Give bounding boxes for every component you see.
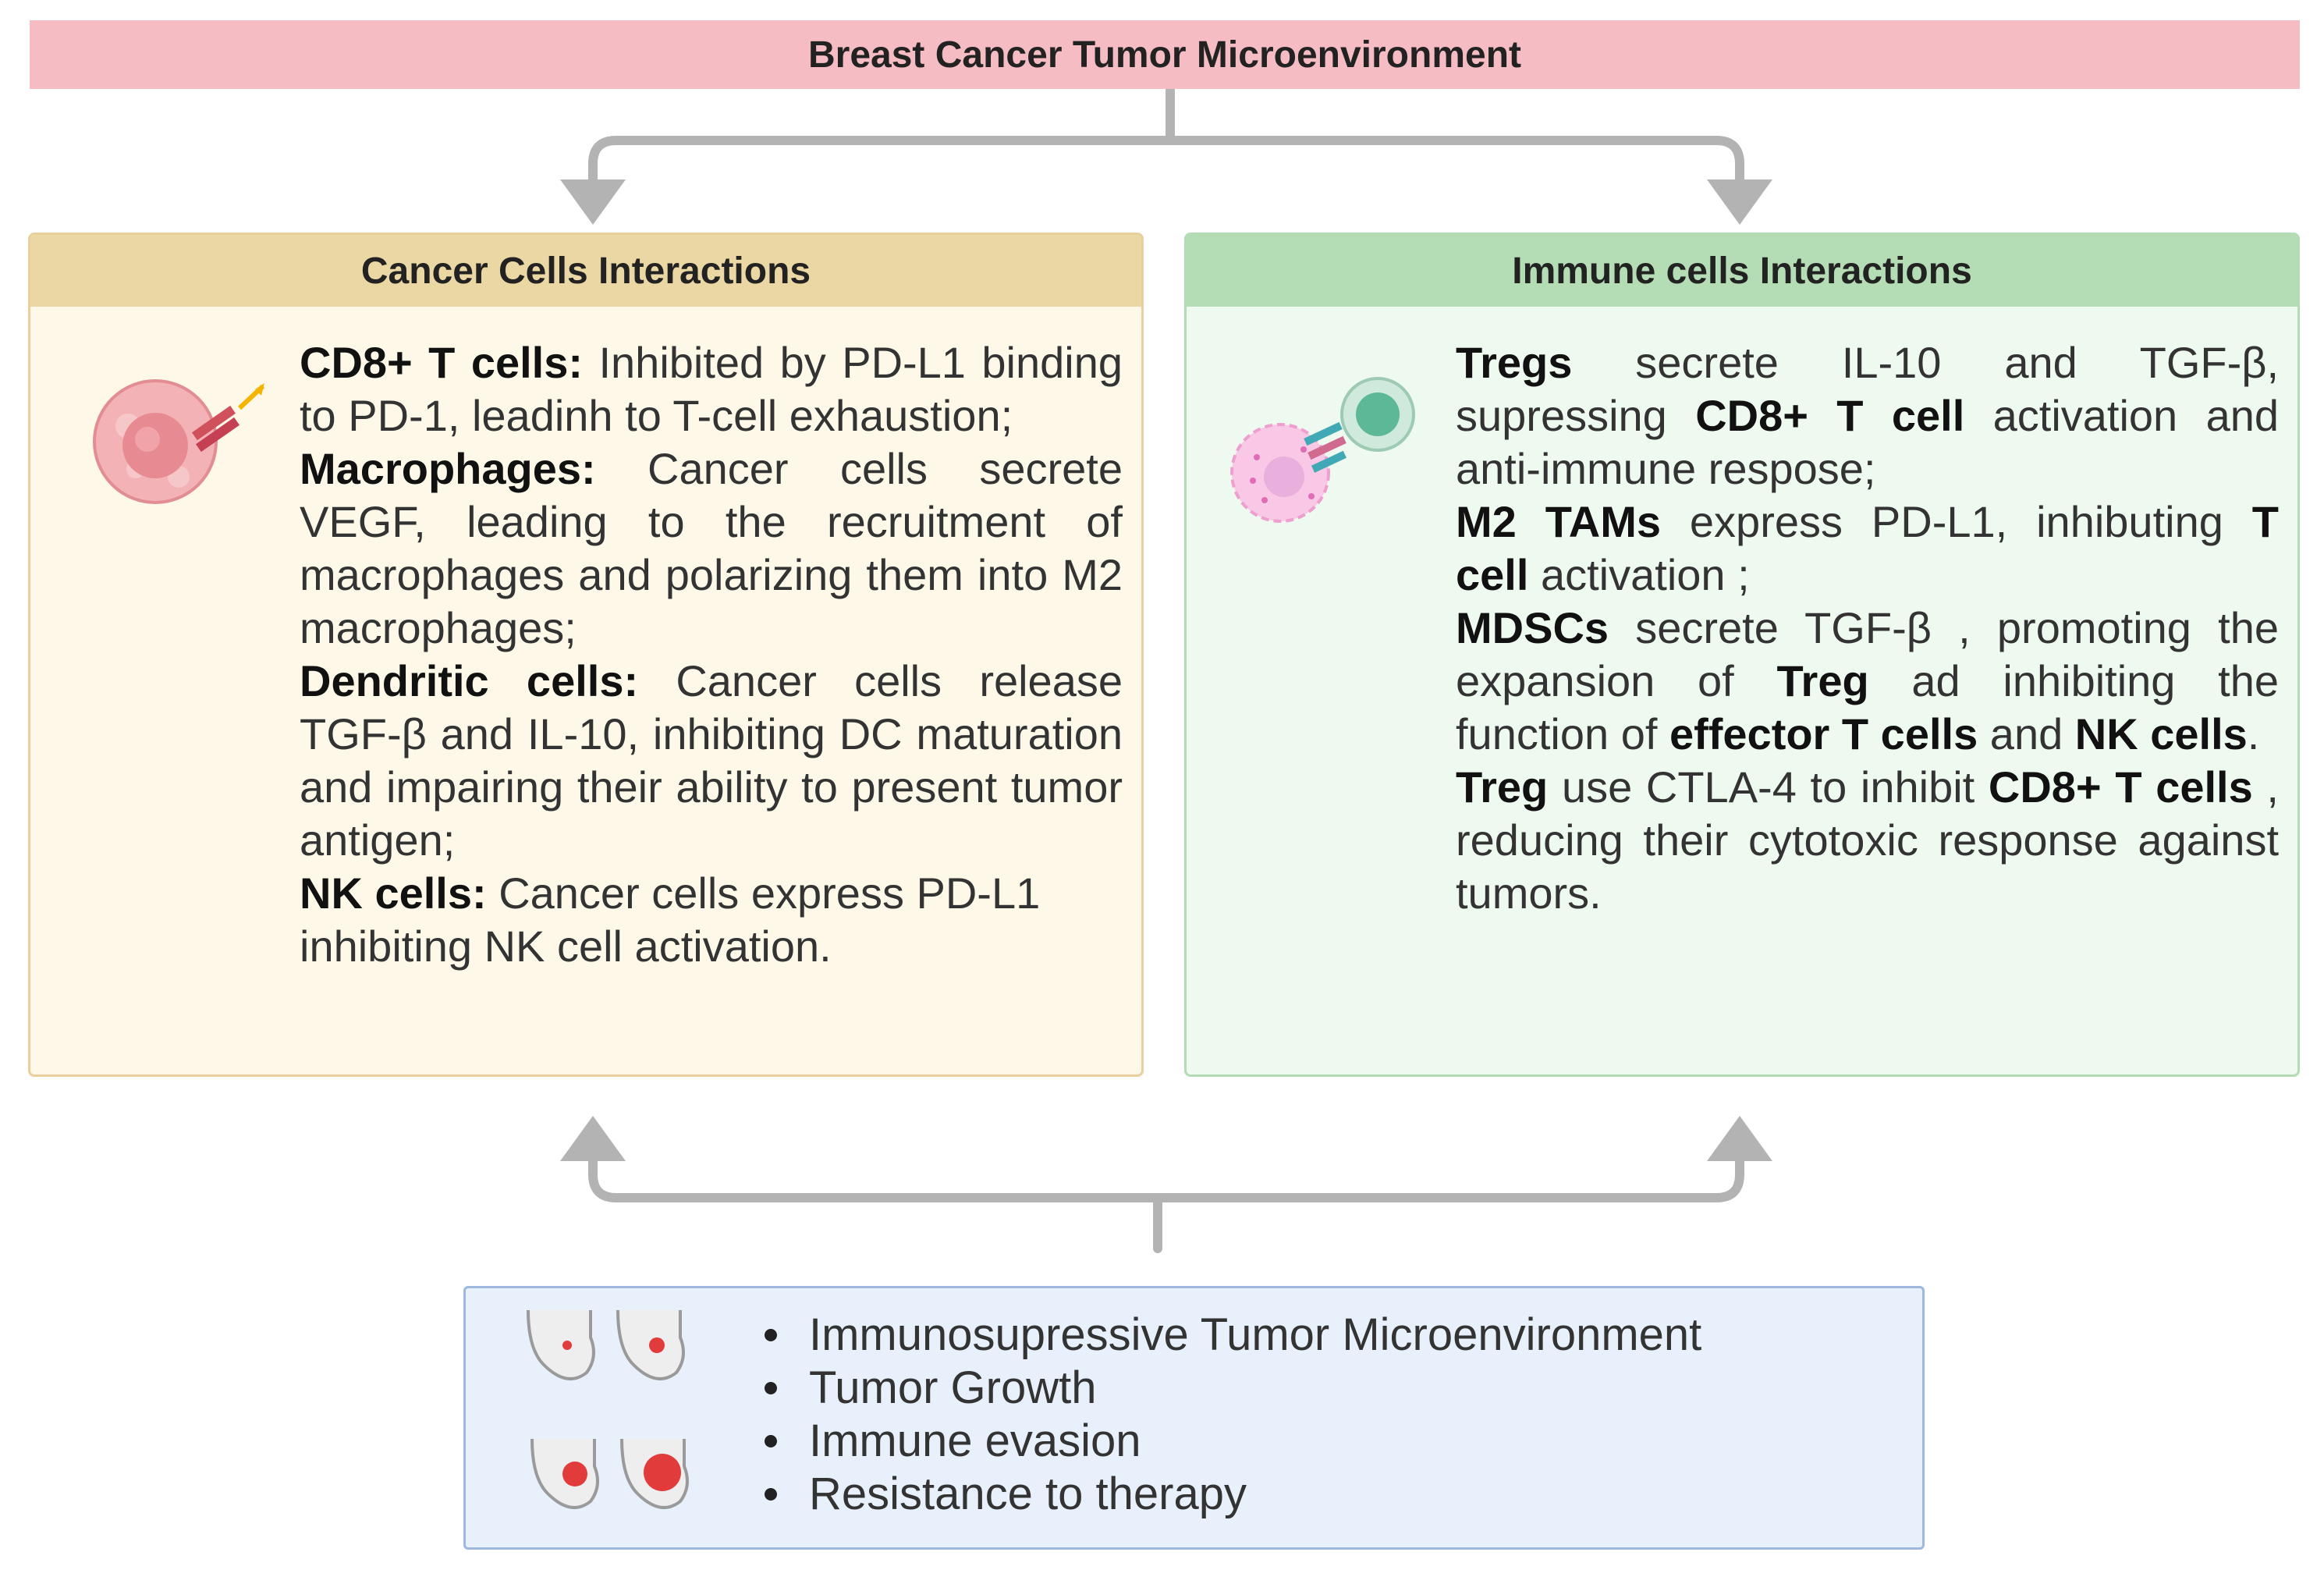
cancer-cells-text: CD8+ T cells: Inhibited by PD-L1 binding… bbox=[300, 336, 1123, 973]
macrophage-interaction: Macrophages: Cancer cells secrete VEGF, … bbox=[300, 442, 1123, 655]
tregs-term: Tregs bbox=[1456, 338, 1573, 387]
list-item: Immune evasion bbox=[758, 1415, 1701, 1468]
outcome-text: Immunosupressive Tumor Microenvironment bbox=[809, 1309, 1702, 1360]
cancer-cells-header: Cancer Cells Interactions bbox=[30, 235, 1141, 307]
treg-ctla4-desc-1: use CTLA-4 to inhibit bbox=[1548, 762, 1989, 812]
list-item: Immunosupressive Tumor Microenvironment bbox=[758, 1309, 1701, 1362]
title-bar: Breast Cancer Tumor Microenvironment bbox=[30, 20, 2300, 89]
immune-cells-header: Immune cells Interactions bbox=[1187, 235, 2297, 307]
cd8-term: CD8+ T cells: bbox=[300, 338, 584, 387]
immune-cells-text: Tregs secrete IL-10 and TGF-β, supressin… bbox=[1456, 336, 2279, 920]
treg-ctla4-term: Treg bbox=[1456, 762, 1549, 812]
cancer-cell-icon bbox=[93, 379, 265, 504]
arrow-up-right bbox=[1707, 1116, 1772, 1161]
macrophage-desc: Cancer cells secrete VEGF, leading to th… bbox=[300, 444, 1123, 652]
dendritic-interaction: Dendritic cells: Cancer cells release TG… bbox=[300, 655, 1123, 867]
m2-tams-target: T cell bbox=[1456, 497, 2279, 599]
dendritic-term: Dendritic cells: bbox=[300, 656, 639, 705]
treg-ctla4-target: CD8+ T cells bbox=[1988, 762, 2253, 812]
cd8-desc: Inhibited by PD-L1 binding to PD-1, lead… bbox=[300, 338, 1123, 440]
dendritic-desc: Cancer cells release TGF-β and IL-10, in… bbox=[300, 656, 1123, 865]
mdscs-effector: effector T cells bbox=[1669, 709, 1978, 758]
outcome-text: Resistance to therapy bbox=[809, 1469, 1247, 1519]
nk-term: NK cells: bbox=[300, 868, 487, 918]
treg-ctla4-interaction: Treg use CTLA-4 to inhibit CD8+ T cells … bbox=[1456, 761, 2279, 920]
treg-ctla4-desc-2: , reducing their cytotoxic response agai… bbox=[1456, 762, 2279, 918]
bullet-icon bbox=[765, 1488, 777, 1501]
nk-interaction: NK cells: Cancer cells express PD-L1 inh… bbox=[300, 867, 1123, 973]
mdscs-desc-1: secrete TGF-β , promoting the expansion … bbox=[1456, 603, 2279, 705]
tregs-target: CD8+ T cell bbox=[1695, 391, 1965, 440]
immune-cell-interaction-icon bbox=[1230, 377, 1415, 523]
tregs-interaction: Tregs secrete IL-10 and TGF-β, supressin… bbox=[1456, 336, 2279, 495]
arrow-down-right bbox=[1707, 179, 1772, 225]
mdscs-interaction: MDSCs secrete TGF-β , promoting the expa… bbox=[1456, 602, 2279, 761]
outcome-text: Immune evasion bbox=[809, 1415, 1141, 1466]
mdscs-desc-2: ad inhibiting the function of bbox=[1456, 656, 2280, 758]
arrow-up-left bbox=[560, 1116, 626, 1161]
arrow-down-left bbox=[560, 179, 626, 225]
mdscs-period: . bbox=[2247, 709, 2260, 758]
m2-tams-term: M2 TAMs bbox=[1456, 497, 1661, 546]
mdscs-nk: NK cells bbox=[2074, 709, 2248, 758]
list-item: Resistance to therapy bbox=[758, 1468, 1701, 1521]
immune-cells-panel: Immune cells Interactions Tregs secrete … bbox=[1184, 233, 2300, 1077]
outcomes-box: Immunosupressive Tumor Microenvironment … bbox=[463, 1286, 1925, 1550]
m2-tams-desc-1: express PD-L1, inhibuting bbox=[1661, 497, 2252, 546]
outcome-text: Tumor Growth bbox=[809, 1362, 1097, 1413]
list-item: Tumor Growth bbox=[758, 1362, 1701, 1415]
mdscs-term: MDSCs bbox=[1456, 603, 1609, 652]
cd8-interaction: CD8+ T cells: Inhibited by PD-L1 binding… bbox=[300, 336, 1123, 442]
bullet-icon bbox=[765, 1382, 777, 1394]
m2-tams-desc-2: activation ; bbox=[1528, 550, 1750, 599]
cancer-cells-panel: Cancer Cells Interactions CD8+ T cells: … bbox=[28, 233, 1144, 1077]
macrophage-term: Macrophages: bbox=[300, 444, 596, 493]
mdscs-treg: Treg bbox=[1776, 656, 1869, 705]
bullet-icon bbox=[765, 1329, 777, 1341]
tregs-desc-1: secrete IL-10 and TGF-β, supressing bbox=[1456, 338, 2279, 440]
outcomes-list: Immunosupressive Tumor Microenvironment … bbox=[758, 1309, 1701, 1521]
m2-tams-interaction: M2 TAMs express PD-L1, inhibuting T cell… bbox=[1456, 495, 2279, 602]
breast-tumor-progression-icon bbox=[527, 1309, 689, 1509]
diagram-title: Breast Cancer Tumor Microenvironment bbox=[808, 34, 1521, 76]
tregs-desc-2: activation and anti-immune respose; bbox=[1456, 391, 2280, 493]
mdscs-and: and bbox=[1978, 709, 2075, 758]
bullet-icon bbox=[765, 1435, 777, 1447]
nk-desc: Cancer cells express PD-L1 inhibiting NK… bbox=[300, 868, 1041, 971]
